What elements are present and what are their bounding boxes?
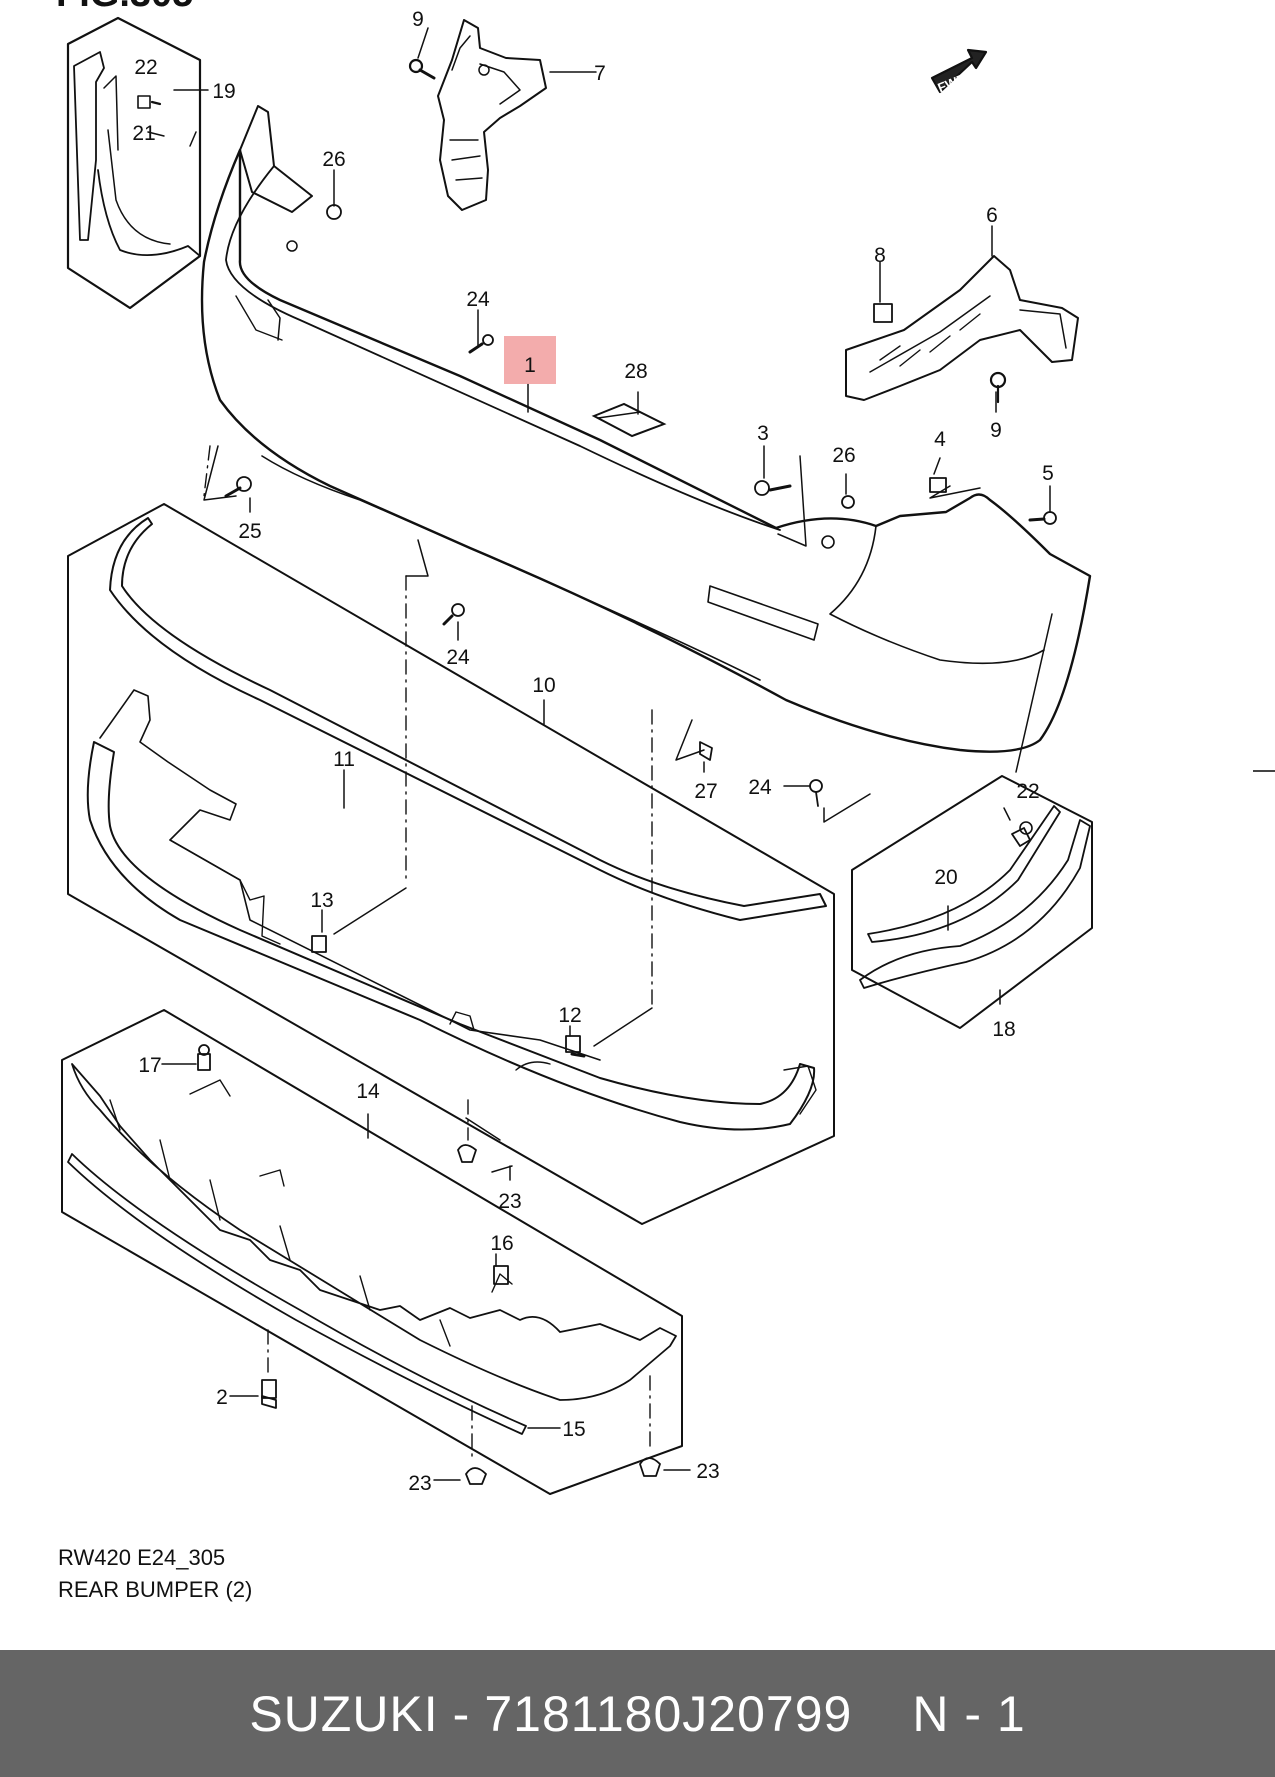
figure-title: REAR BUMPER (2): [58, 1577, 253, 1602]
footer-bar: SUZUKI - 7181180J20799 N - 1: [0, 1650, 1275, 1777]
part-panel-10: [67, 503, 835, 1225]
screw-9-top: [408, 58, 436, 80]
callout-18: 18: [992, 1018, 1015, 1041]
footer-part-number: 7181180J20799: [484, 1685, 853, 1742]
centerlines: [203, 445, 653, 1461]
leader-lines: [147, 27, 1053, 1481]
callout-24-a: 24: [466, 288, 490, 311]
callout-15: 15: [562, 1418, 585, 1441]
callout-17: 17: [138, 1054, 161, 1077]
part-group-14: [61, 1009, 683, 1495]
callout-13: 13: [310, 889, 333, 912]
callout-labels: 1 2 3 4 5 6 7 8 9 9 10 11 12 13 14 15 16…: [132, 8, 1054, 1495]
fwd-arrow: FWD: [930, 48, 988, 95]
highlight-part-1: [504, 336, 556, 384]
callout-6: 6: [986, 204, 998, 227]
callout-1: 1: [524, 354, 536, 377]
part-group-19: [66, 16, 202, 310]
callout-26-b: 26: [832, 444, 855, 467]
callout-22-left: 22: [134, 56, 157, 79]
callout-12: 12: [558, 1004, 581, 1027]
part-lower-10: [86, 689, 817, 1131]
footer-separator: -: [452, 1685, 471, 1742]
figure-code: RW420 E24_305: [58, 1545, 226, 1570]
callout-23-a: 23: [498, 1190, 521, 1213]
callout-3: 3: [757, 422, 769, 445]
callout-25: 25: [238, 520, 261, 543]
part-bracket-7: [437, 19, 547, 211]
part-strip-11: [109, 517, 827, 921]
footer-reference: N - 1: [912, 1685, 1026, 1742]
callout-10: 10: [532, 674, 555, 697]
figure-header: FIG.305: [56, 0, 193, 15]
part-bumper-1: [200, 105, 1092, 753]
scroll-tick: [1253, 770, 1275, 772]
callout-24-b: 24: [446, 646, 470, 669]
callout-19: 19: [212, 80, 235, 103]
callout-2: 2: [216, 1386, 228, 1409]
callout-5: 5: [1042, 462, 1054, 485]
parts-diagram: FIG.305 FWD: [56, 0, 1093, 1495]
callout-23-b: 23: [408, 1472, 431, 1495]
callout-27: 27: [694, 780, 717, 803]
callout-14: 14: [356, 1080, 380, 1103]
callout-7: 7: [594, 62, 606, 85]
part-group-18: [851, 775, 1093, 1029]
footer-brand: SUZUKI: [249, 1685, 439, 1742]
callout-23-c: 23: [696, 1460, 719, 1483]
callout-4: 4: [934, 428, 946, 451]
fasteners: [197, 204, 1057, 1485]
part-label-28: [591, 402, 667, 438]
callout-22-right: 22: [1016, 780, 1039, 803]
callout-26-a: 26: [322, 148, 345, 171]
callout-28: 28: [624, 360, 647, 383]
callout-24-c: 24: [748, 776, 772, 799]
callout-16: 16: [490, 1232, 513, 1255]
callout-21: 21: [132, 122, 155, 145]
callout-20: 20: [934, 866, 957, 889]
callout-8: 8: [874, 244, 886, 267]
part-bracket-6: [845, 255, 1079, 404]
callout-9-top: 9: [412, 8, 424, 31]
callout-9-right: 9: [990, 419, 1002, 442]
callout-11: 11: [333, 748, 355, 771]
